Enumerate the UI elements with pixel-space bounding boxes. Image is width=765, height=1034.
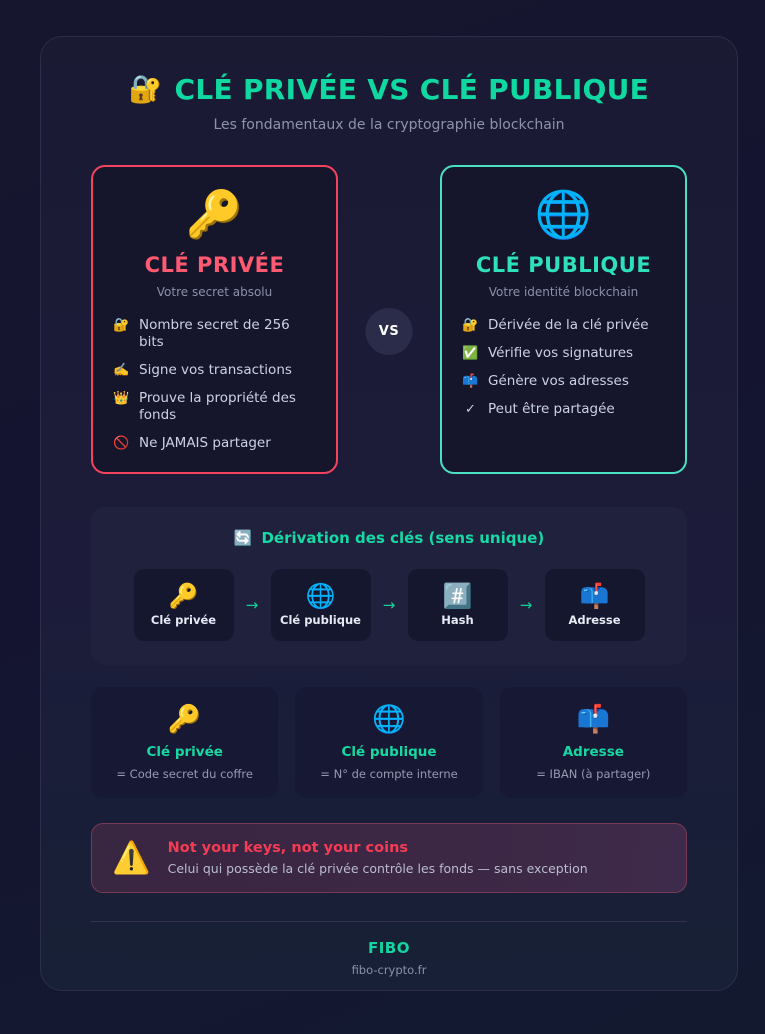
page-subtitle: Les fondamentaux de la cryptographie blo… xyxy=(213,117,565,133)
footer-divider xyxy=(91,921,687,922)
public-key-card-title: CLÉ PUBLIQUE xyxy=(475,253,652,277)
derivation-title-text: Dérivation des clés (sens unique) xyxy=(261,529,545,547)
key-icon: 🔑 xyxy=(185,187,244,241)
derivation-title: 🔄 Dérivation des clés (sens unique) xyxy=(111,529,667,547)
private-key-card-title: CLÉ PRIVÉE xyxy=(144,253,285,277)
locked-with-key-icon: 🔐 xyxy=(128,74,163,105)
chain-arrow-icon: → xyxy=(382,596,396,614)
globe-icon: 🌐 xyxy=(305,581,336,610)
footer-url: fibo-crypto.fr xyxy=(351,963,427,977)
header: 🔐 CLÉ PRIVÉE VS CLÉ PUBLIQUE Les fondame… xyxy=(91,73,687,133)
page-title: 🔐 CLÉ PRIVÉE VS CLÉ PUBLIQUE xyxy=(91,73,687,106)
globe-icon: 🌐 xyxy=(534,187,593,241)
locked-with-key-icon: 🔐 xyxy=(462,318,479,333)
mailbox-icon: 📫 xyxy=(462,374,479,389)
globe-icon: 🌐 xyxy=(372,704,406,735)
list-item: 👑 Prouve la propriété des fonds xyxy=(113,390,316,424)
analogy-card-address: 📫 Adresse = IBAN (à partager) xyxy=(499,687,687,798)
warning-banner-subtitle: Celui qui possède la clé privée contrôle… xyxy=(167,861,588,876)
chain-step-label: Clé privée xyxy=(150,612,217,627)
footer-brand: FIBO xyxy=(367,939,410,957)
analogy-card-title: Clé publique xyxy=(341,744,437,760)
infographic-frame: 🔐 CLÉ PRIVÉE VS CLÉ PUBLIQUE Les fondame… xyxy=(40,36,738,991)
chain-arrow-icon: → xyxy=(245,596,259,614)
list-item-label: Dérivée de la clé privée xyxy=(488,317,649,333)
list-item-label: Vérifie vos signatures xyxy=(488,345,634,361)
analogy-card-subtitle: = N° de compte interne xyxy=(320,767,458,781)
check-mark-button-icon: ✅ xyxy=(462,346,479,361)
list-item-label: Prouve la propriété des fonds xyxy=(139,390,296,423)
vs-badge: VS xyxy=(365,308,413,355)
list-item-label: Peut être partagée xyxy=(488,401,615,417)
analogy-card-public-key: 🌐 Clé publique = N° de compte interne xyxy=(295,687,483,798)
analogy-card-subtitle: = IBAN (à partager) xyxy=(536,767,651,781)
list-item: ✓ Peut être partagée xyxy=(462,401,665,418)
list-item: 🚫 Ne JAMAIS partager xyxy=(113,435,316,452)
prohibited-icon: 🚫 xyxy=(113,436,130,451)
analogy-card-subtitle: = Code secret du coffre xyxy=(116,767,253,781)
list-item-label: Génère vos adresses xyxy=(488,373,629,389)
derivation-panel: 🔄 Dérivation des clés (sens unique) 🔑 Cl… xyxy=(91,507,687,665)
chain-arrow-icon: → xyxy=(519,596,533,614)
chain-step-hash: #️⃣ Hash xyxy=(407,569,508,641)
key-icon: 🔑 xyxy=(168,581,199,610)
key-icon: 🔑 xyxy=(167,704,202,735)
private-key-card: 🔑 CLÉ PRIVÉE Votre secret absolu 🔐 Nombr… xyxy=(91,165,338,474)
locked-with-key-icon: 🔐 xyxy=(113,318,130,333)
warning-banner: ⚠️ Not your keys, not your coins Celui q… xyxy=(91,823,687,893)
chain-step-address: 📫 Adresse xyxy=(544,569,645,641)
warning-banner-body: Not your keys, not your coins Celui qui … xyxy=(168,840,588,876)
comparison-section: 🔑 CLÉ PRIVÉE Votre secret absolu 🔐 Nombr… xyxy=(91,165,687,474)
list-item-label: Nombre secret de 256 bits xyxy=(139,317,290,350)
footer: FIBO fibo-crypto.fr xyxy=(91,922,687,977)
counterclockwise-arrows-icon: 🔄 xyxy=(233,528,253,547)
analogy-card-title: Adresse xyxy=(562,744,624,760)
list-item: 🔐 Dérivée de la clé privée xyxy=(462,317,665,334)
chain-step-label: Hash xyxy=(441,612,474,627)
list-item-label: Signe vos transactions xyxy=(139,362,292,378)
list-item: ✅ Vérifie vos signatures xyxy=(462,345,665,362)
chain-step-label: Adresse xyxy=(568,612,621,627)
page-title-text: CLÉ PRIVÉE VS CLÉ PUBLIQUE xyxy=(174,73,650,106)
crown-icon: 👑 xyxy=(113,391,130,406)
chain-step-private-key: 🔑 Clé privée xyxy=(133,569,234,641)
warning-icon: ⚠️ xyxy=(112,839,151,876)
analogy-card-private-key: 🔑 Clé privée = Code secret du coffre xyxy=(91,687,279,798)
mailbox-icon: 📫 xyxy=(579,581,610,610)
analogy-section: 🔑 Clé privée = Code secret du coffre 🌐 C… xyxy=(91,687,687,798)
check-mark-icon: ✓ xyxy=(465,402,476,417)
hash-icon: #️⃣ xyxy=(442,581,473,610)
infographic-content: 🔐 CLÉ PRIVÉE VS CLÉ PUBLIQUE Les fondame… xyxy=(41,37,737,977)
list-item: ✍️ Signe vos transactions xyxy=(113,362,316,379)
chain-step-public-key: 🌐 Clé publique xyxy=(270,569,371,641)
mailbox-icon: 📫 xyxy=(576,704,611,735)
warning-banner-title: Not your keys, not your coins xyxy=(167,840,409,856)
public-key-card: 🌐 CLÉ PUBLIQUE Votre identité blockchain… xyxy=(440,165,687,474)
list-item-label: Ne JAMAIS partager xyxy=(139,435,271,451)
list-item: 📫 Génère vos adresses xyxy=(462,373,665,390)
derivation-chain: 🔑 Clé privée → 🌐 Clé publique → #️⃣ Hash… xyxy=(111,569,667,641)
writing-hand-icon: ✍️ xyxy=(113,363,130,378)
chain-step-label: Clé publique xyxy=(280,612,361,627)
private-key-card-subtitle: Votre secret absolu xyxy=(156,285,273,299)
list-item: 🔐 Nombre secret de 256 bits xyxy=(113,317,316,351)
analogy-card-title: Clé privée xyxy=(146,744,223,760)
public-key-card-subtitle: Votre identité blockchain xyxy=(488,285,639,299)
